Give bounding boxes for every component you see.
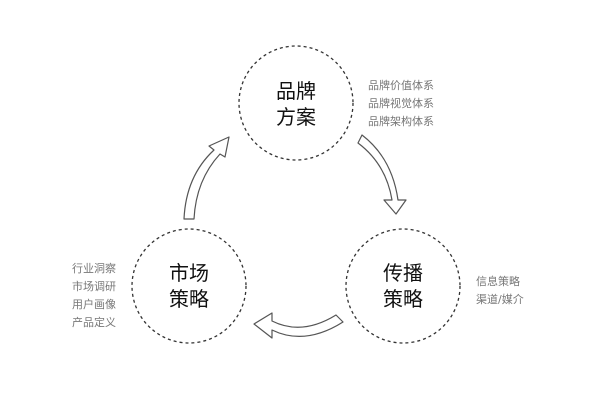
node-brand-line1: 品牌 [276, 79, 316, 103]
notes-comm: 信息策略 渠道/媒介 [476, 274, 524, 306]
note-brand-item: 品牌架构体系 [368, 114, 434, 128]
note-market-item: 市场调研 [72, 279, 116, 293]
arrow-market-to-brand [183, 136, 230, 220]
note-comm-item: 渠道/媒介 [476, 292, 524, 306]
node-market-line2: 策略 [169, 287, 209, 311]
notes-market: 行业洞察 市场调研 用户画像 产品定义 [72, 261, 116, 329]
arrow-comm-to-market [253, 312, 344, 339]
node-market-strategy: 市场 策略 [131, 228, 247, 344]
note-market-item: 产品定义 [72, 315, 116, 329]
node-market-line1: 市场 [169, 261, 209, 285]
note-market-item: 行业洞察 [72, 261, 116, 275]
arrow-brand-to-comm [357, 134, 407, 215]
note-brand-item: 品牌视觉体系 [368, 96, 434, 110]
notes-brand: 品牌价值体系 品牌视觉体系 品牌架构体系 [368, 78, 434, 128]
node-comm-line2: 策略 [383, 287, 423, 311]
note-market-item: 用户画像 [72, 297, 116, 311]
note-comm-item: 信息策略 [476, 274, 520, 288]
note-brand-item: 品牌价值体系 [368, 78, 434, 92]
node-comm-line1: 传播 [383, 261, 423, 285]
node-comm-strategy: 传播 策略 [345, 228, 461, 344]
node-brand-line2: 方案 [276, 105, 316, 129]
node-brand-plan: 品牌 方案 [238, 45, 354, 161]
